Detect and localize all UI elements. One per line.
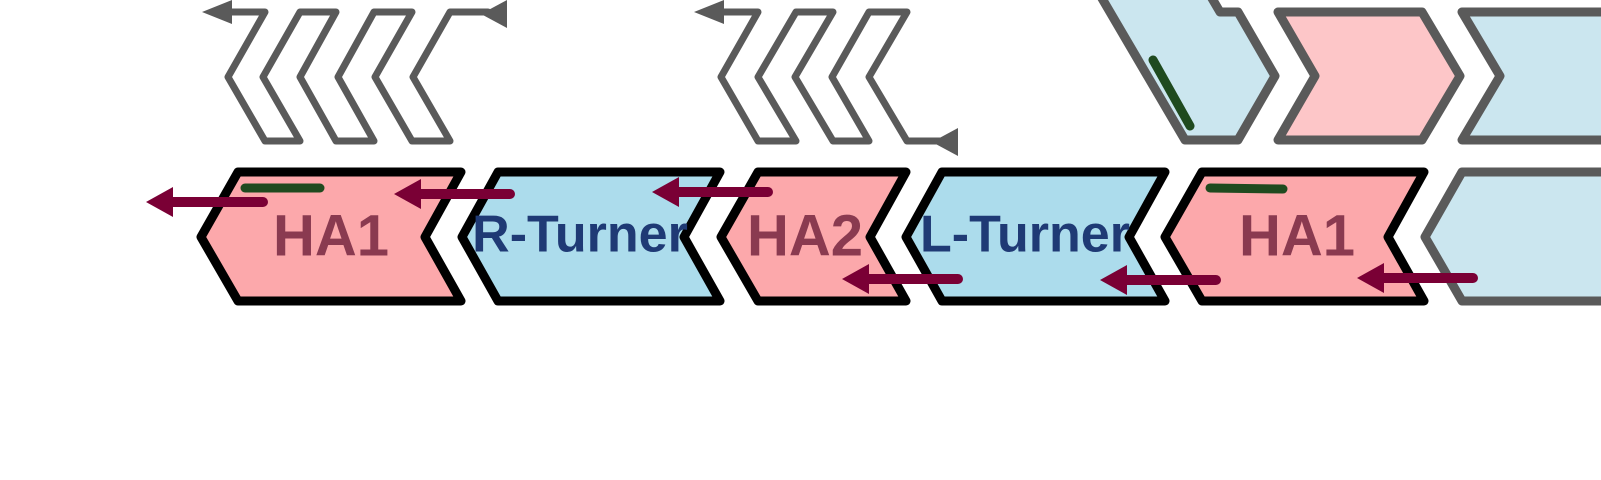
strand-arrows <box>165 187 1478 285</box>
faded-turner-tile-bottom-right <box>1420 167 1601 306</box>
faded-turner-tile-top-right <box>1457 7 1601 145</box>
arrow-left-icon <box>842 264 869 294</box>
arrow-left-icon <box>394 179 421 209</box>
zigzag-hairpin-icon <box>717 8 944 145</box>
arrow-left-icon <box>1357 263 1384 293</box>
zigzag-hairpin-icon <box>224 8 492 145</box>
main-tile-row <box>196 167 1601 306</box>
faded-ha-tile-top <box>1273 7 1465 145</box>
tile-ha1-right-shape <box>1160 167 1429 306</box>
tile-label-l-turner: L-Turner <box>920 206 1130 264</box>
tile-l-turner-shape <box>901 167 1170 306</box>
arrow-left-icon <box>694 0 724 24</box>
tile-label-r-turner: R-Turner <box>472 206 688 264</box>
arrow-left-icon <box>652 177 679 207</box>
tile-label-ha1-left: HA1 <box>273 203 389 268</box>
tile-r-turner-shape <box>457 167 725 306</box>
faded-top-row <box>1097 0 1601 145</box>
tile-label-ha2: HA2 <box>747 203 863 268</box>
arrow-left-icon <box>1100 265 1127 295</box>
faded-turner-tile-top-left <box>1097 0 1280 145</box>
arrow-left-icon <box>202 0 232 24</box>
bond-marker-icon <box>1148 55 1195 131</box>
tile-label-ha1-right: HA1 <box>1239 203 1355 268</box>
arrow-left-icon <box>932 128 958 156</box>
bond-marker-icon <box>1205 183 1288 194</box>
tile-ha2-shape <box>716 167 911 306</box>
arrow-left-icon <box>481 0 507 28</box>
arrow-left-icon <box>146 187 173 217</box>
